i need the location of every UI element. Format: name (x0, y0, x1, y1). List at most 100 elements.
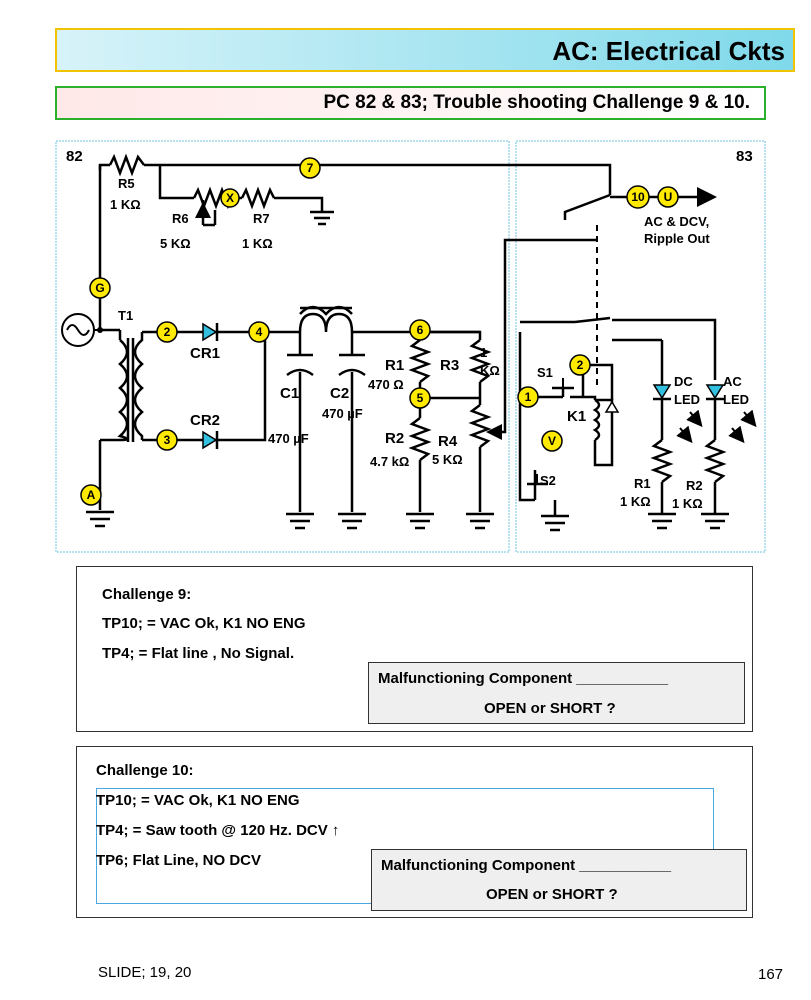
title-banner: AC: Electrical Ckts (55, 28, 795, 72)
test-points: 7 X G A 2 3 4 6 5 10 U 1 2 V (80, 157, 679, 506)
dc-led-icon (652, 384, 703, 444)
challenge-10-open-short: OPEN or SHORT ? (486, 886, 618, 903)
svg-text:V: V (548, 434, 556, 448)
challenge-10-answer-box (371, 849, 747, 911)
label-cr1: CR1 (190, 345, 220, 362)
resistor-r2-right (703, 439, 727, 483)
label-r6-value: 5 KΩ (160, 236, 191, 251)
challenge-10-title: Challenge 10: (96, 762, 194, 779)
svg-text:10: 10 (631, 190, 645, 204)
label-k1: K1 (567, 408, 586, 425)
test-point-10: 10 (626, 185, 650, 209)
svg-text:4: 4 (256, 325, 263, 339)
resistor-r7 (240, 186, 276, 210)
label-r4-value: 5 KΩ (432, 452, 463, 467)
page-title: AC: Electrical Ckts (552, 36, 785, 66)
label-cr2: CR2 (190, 412, 220, 429)
label-ac-led-2: LED (723, 392, 749, 407)
capacitor-c2 (338, 353, 366, 377)
label-r2-right: R2 (686, 478, 703, 493)
label-c2: C2 (330, 385, 349, 402)
svg-text:A: A (87, 488, 96, 502)
label-r5: R5 (118, 176, 135, 191)
slide-reference: SLIDE; 19, 20 (98, 964, 192, 981)
label-s1: S1 (537, 365, 553, 380)
label-r4: R4 (438, 433, 458, 450)
resistor-r1-right (650, 439, 674, 483)
test-point-6: 6 (409, 319, 431, 341)
test-point-2: 2 (156, 321, 178, 343)
test-point-1: 1 (517, 386, 539, 408)
label-ac-led-1: AC (723, 374, 742, 389)
test-point-3: 3 (156, 429, 178, 451)
svg-text:6: 6 (417, 323, 424, 337)
capacitor-c1 (286, 353, 314, 377)
label-output-2: Ripple Out (644, 231, 710, 246)
label-c2-value: 470 µF (322, 406, 363, 421)
panel-82-border (55, 140, 510, 553)
label-output-1: AC & DCV, (644, 214, 709, 229)
svg-text:3: 3 (164, 433, 171, 447)
test-point-v: V (541, 430, 563, 452)
challenge-10-line-3: TP6; Flat Line, NO DCV (96, 852, 262, 869)
label-r6: R6 (172, 211, 189, 226)
flyback-diode-icon (604, 400, 620, 413)
label-r1: R1 (385, 357, 404, 374)
svg-text:5: 5 (417, 391, 424, 405)
resistor-r2 (408, 417, 432, 461)
ac-led-icon (705, 384, 757, 444)
svg-text:2: 2 (577, 358, 584, 372)
label-r7-value: 1 KΩ (242, 236, 273, 251)
challenge-9-line-1: TP10; = VAC Ok, K1 NO ENG (102, 615, 306, 632)
label-r7: R7 (253, 211, 270, 226)
label-r2: R2 (385, 430, 404, 447)
svg-text:1: 1 (525, 390, 532, 404)
page-subtitle: PC 82 & 83; Trouble shooting Challenge 9… (323, 92, 750, 113)
challenge-9-malfunction: Malfunctioning Component ___________ (378, 670, 669, 687)
test-point-g: G (89, 277, 111, 299)
subtitle-banner: PC 82 & 83; Trouble shooting Challenge 9… (55, 86, 766, 120)
test-point-x: X (220, 188, 240, 208)
relay-coil-k1 (592, 398, 601, 442)
svg-text:2: 2 (164, 325, 171, 339)
resistor-r1 (408, 339, 432, 383)
diode-cr2 (202, 430, 219, 450)
label-r1-value: 470 Ω (368, 377, 404, 392)
panel-83-border (515, 140, 766, 553)
svg-text:7: 7 (307, 161, 314, 175)
test-point-4: 4 (248, 321, 270, 343)
label-r3-value-2: KΩ (480, 363, 500, 378)
challenge-9-title: Challenge 9: (102, 586, 192, 603)
challenge-10-malfunction: Malfunctioning Component ___________ (381, 857, 672, 874)
panel-82-label: 82 (66, 148, 83, 165)
page-number: 167 (758, 966, 784, 983)
diode-cr1 (202, 322, 219, 342)
panel-83-label: 83 (736, 148, 753, 165)
test-point-a: A (80, 484, 102, 506)
test-point-5: 5 (409, 387, 431, 409)
choke-inductor (298, 305, 354, 333)
svg-text:G: G (95, 281, 104, 295)
challenge-10-line-2: TP4; = Saw tooth @ 120 Hz. DCV ↑ (96, 822, 340, 839)
challenge-10-line-1: TP10; = VAC Ok, K1 NO ENG (96, 792, 300, 809)
label-r5-value: 1 KΩ (110, 197, 141, 212)
test-point-7: 7 (299, 157, 321, 179)
test-point-u: U (657, 186, 679, 208)
label-r2-value: 4.7 kΩ (370, 454, 409, 469)
label-s2: S2 (540, 473, 556, 488)
label-c1-value: 470 µF (268, 431, 309, 446)
svg-text:X: X (226, 191, 234, 205)
resistor-r4 (468, 404, 492, 448)
resistor-r3 (468, 339, 492, 383)
challenge-9-answer-box (368, 662, 745, 724)
challenge-9-line-2: TP4; = Flat line , No Signal. (102, 645, 295, 662)
label-dc-led-2: LED (674, 392, 700, 407)
label-r3-value-1: 1 (480, 345, 487, 360)
test-point-2-right: 2 (569, 354, 591, 376)
resistor-r5 (108, 153, 145, 177)
transformer-t1 (117, 332, 144, 442)
challenge-9-open-short: OPEN or SHORT ? (484, 700, 616, 717)
svg-text:U: U (664, 190, 673, 204)
label-r1-right: R1 (634, 476, 651, 491)
